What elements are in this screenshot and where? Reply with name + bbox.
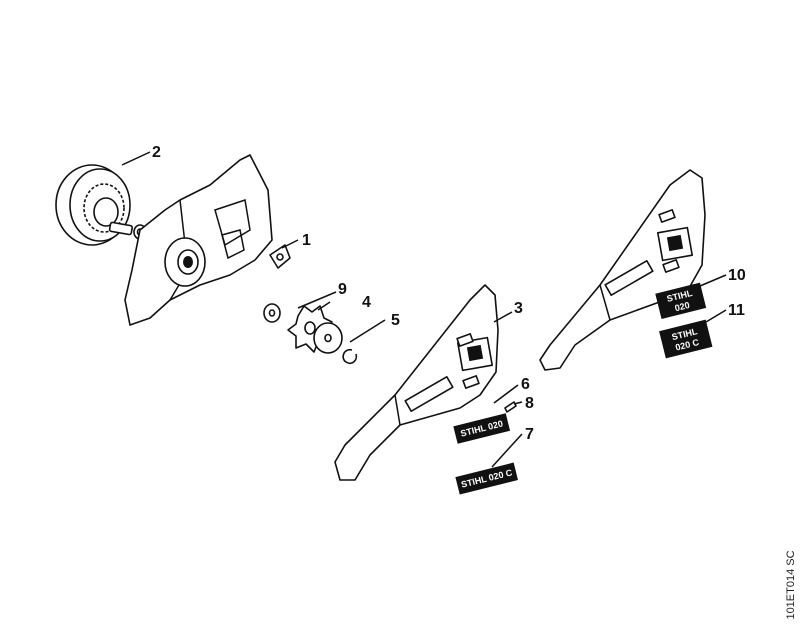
clutch-drum-part	[55, 164, 147, 246]
sprocket-cover-part-right	[539, 169, 706, 371]
callout-3: 3	[514, 300, 523, 317]
callout-6: 6	[521, 376, 530, 393]
callout-2: 2	[152, 144, 161, 161]
callout-11: 11	[728, 302, 745, 319]
leader-lines	[121, 151, 727, 468]
washer-part-9	[263, 303, 281, 323]
svg-text:020: 020	[674, 300, 691, 313]
callout-7: 7	[525, 426, 534, 443]
callout-9: 9	[338, 281, 347, 298]
e-clip-part-5	[342, 348, 358, 365]
callout-5: 5	[391, 312, 400, 329]
callout-1: 1	[302, 232, 311, 249]
decal-10: STIHL 020	[655, 282, 707, 319]
callout-8: 8	[525, 395, 534, 412]
figure-code: 101ET014 SC	[785, 550, 797, 620]
spur-sprocket-part-4	[287, 305, 343, 354]
callout-10: 10	[728, 267, 746, 284]
decal-6: STIHL 020	[453, 413, 511, 444]
callout-4: 4	[362, 294, 371, 311]
screw-part-8	[504, 401, 517, 413]
decal-11: STIHL 020 C	[659, 319, 713, 359]
sprocket-cover-part-3	[334, 284, 499, 481]
decal-7: STIHL 020 C	[455, 462, 518, 495]
chain-sprocket-housing-part	[124, 154, 291, 326]
